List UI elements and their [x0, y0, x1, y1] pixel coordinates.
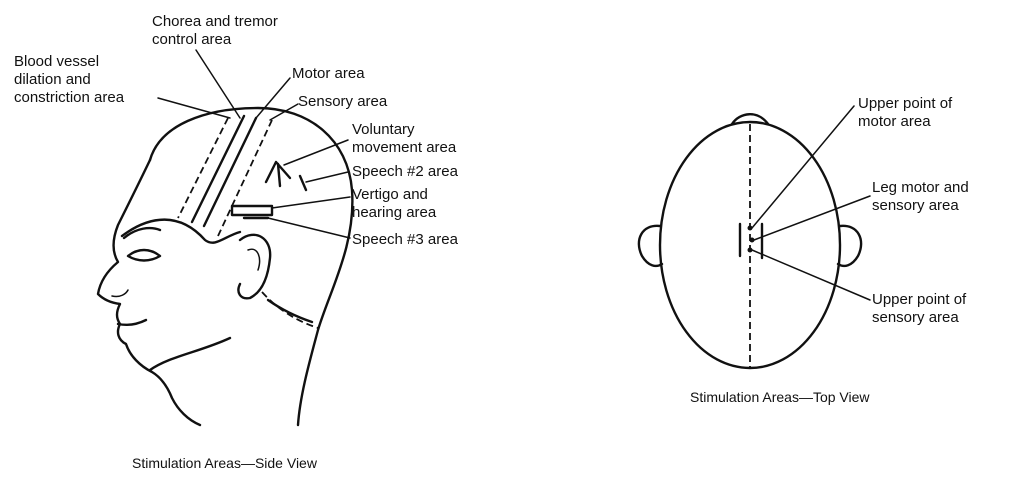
ear-right	[836, 224, 863, 268]
leader-blood-vessel	[157, 97, 231, 119]
top-view-leaders	[751, 105, 871, 301]
eyebrow	[122, 226, 162, 240]
label-upper-motor-line2: motor area	[858, 113, 931, 130]
label-chorea-line1: Chorea and tremor	[152, 13, 278, 30]
label-vertigo-line1: Vertigo and	[352, 186, 428, 203]
label-leg-line2: sensory area	[872, 197, 959, 214]
speech2-mark	[298, 174, 308, 192]
caption-side-view: Stimulation Areas—Side View	[132, 455, 318, 471]
label-voluntary-line1: Voluntary	[352, 121, 415, 138]
leader-speech3	[267, 217, 351, 239]
hairline	[120, 218, 242, 244]
top-view-head	[637, 113, 863, 370]
ear-inner	[247, 248, 261, 271]
ear	[237, 233, 272, 300]
side-view-leaders	[157, 49, 351, 239]
face-profile	[96, 158, 202, 427]
leader-vertigo	[271, 196, 351, 209]
label-vertigo-line2: hearing area	[352, 204, 437, 221]
eye	[126, 248, 162, 262]
label-blood-line1: Blood vessel	[14, 53, 99, 70]
leader-leg-motor	[753, 195, 871, 241]
point-upper-motor	[747, 225, 753, 231]
label-voluntary-line2: movement area	[352, 139, 457, 156]
voluntary-movement-mark	[264, 160, 292, 184]
side-view-labels: Chorea and tremor control area Blood ves…	[14, 13, 459, 248]
ear-left	[637, 224, 664, 268]
label-blood-line3: constriction area	[14, 89, 125, 106]
label-motor: Motor area	[292, 65, 365, 82]
label-blood-line2: dilation and	[14, 71, 91, 88]
label-leg-line1: Leg motor and	[872, 179, 969, 196]
top-view-zones	[738, 222, 764, 260]
leader-motor	[255, 77, 291, 119]
label-upper-sensory-line2: sensory area	[872, 309, 959, 326]
leader-sensory	[269, 103, 299, 121]
label-chorea-line2: control area	[152, 31, 232, 48]
label-upper-motor-line1: Upper point of	[858, 95, 953, 112]
leader-voluntary	[283, 139, 349, 166]
leader-chorea	[195, 49, 241, 119]
head-outline	[148, 106, 354, 427]
top-view-labels: Upper point of motor area Leg motor and …	[858, 95, 969, 326]
nostril	[111, 289, 129, 298]
leader-upper-motor	[751, 105, 855, 229]
caption-top-view: Stimulation Areas—Top View	[690, 389, 870, 405]
nose-bump	[730, 113, 770, 126]
label-speech3: Speech #3 area	[352, 231, 459, 248]
zone-blood-vessel-line	[177, 117, 229, 219]
voluntary-movement-stem	[276, 162, 282, 188]
point-upper-sensory	[747, 247, 753, 253]
side-view-zones	[177, 114, 308, 237]
label-sensory: Sensory area	[298, 93, 388, 110]
point-leg-motor	[749, 237, 755, 243]
zone-chorea-line-1	[190, 114, 246, 224]
leader-upper-sensory	[751, 249, 871, 301]
jaw	[148, 336, 232, 372]
neck-dashed-line	[261, 291, 319, 329]
mouth	[116, 318, 148, 326]
vertigo-zone-bar	[230, 204, 274, 217]
label-speech2: Speech #2 area	[352, 163, 459, 180]
label-upper-sensory-line1: Upper point of	[872, 291, 967, 308]
zone-chorea-line-2	[202, 116, 258, 228]
leader-speech2	[305, 171, 349, 183]
